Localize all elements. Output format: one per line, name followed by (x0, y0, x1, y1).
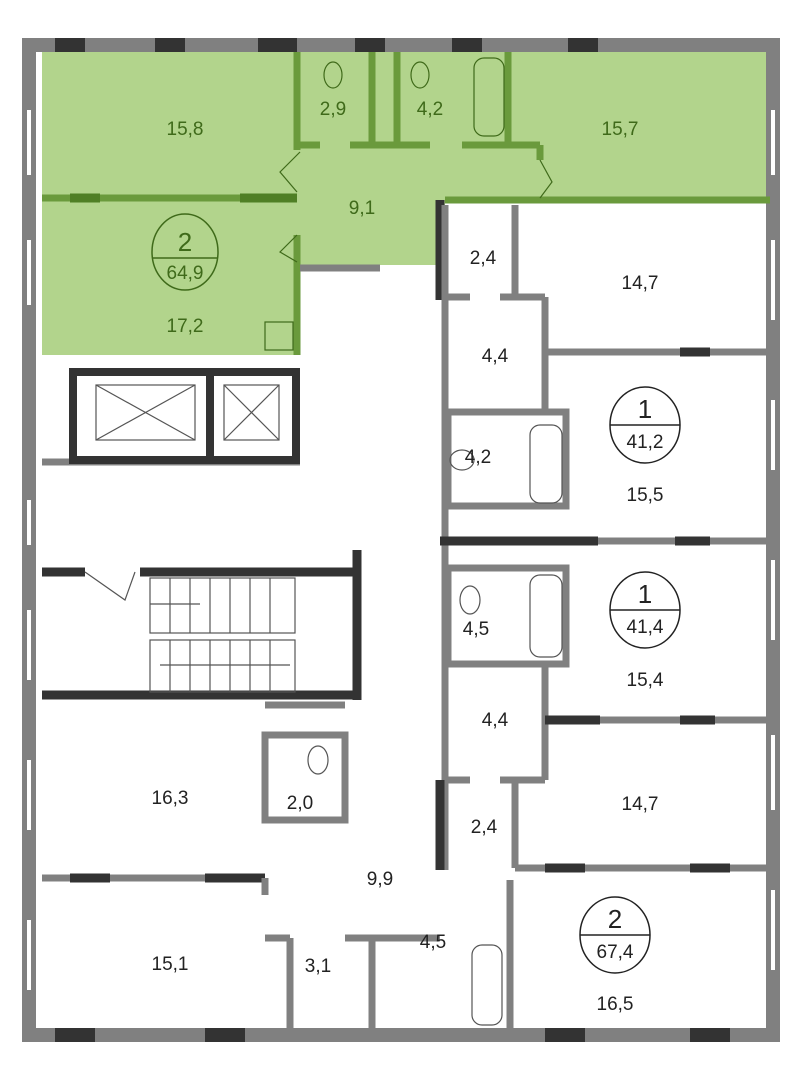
apartment-rooms: 1 (638, 579, 652, 609)
room-area: 4,2 (465, 447, 491, 468)
room-area: 16,5 (597, 994, 634, 1015)
apartment-rooms: 2 (178, 227, 192, 257)
apartment-badge-3[interactable]: 1 41,4 (609, 571, 681, 649)
interior-walls (42, 200, 770, 1030)
room-area: 4,4 (482, 346, 509, 367)
apartment-area: 41,4 (627, 617, 664, 638)
room-area: 15,1 (152, 954, 189, 975)
room-area: 2,0 (287, 793, 313, 814)
apartment-badge-4[interactable]: 2 67,4 (579, 896, 651, 974)
room-area: 3,1 (305, 956, 331, 977)
room-area: 14,7 (622, 273, 659, 294)
room-area: 2,9 (320, 99, 346, 120)
apartment-badge-2[interactable]: 1 41,2 (609, 386, 681, 464)
apartment-area: 67,4 (597, 942, 634, 963)
windows (55, 38, 730, 1042)
room-area: 2,4 (471, 817, 498, 838)
apartment-area: 64,9 (167, 263, 204, 284)
window-glazing (27, 110, 775, 990)
room-area: 2,4 (470, 248, 497, 269)
room-area: 15,4 (627, 670, 664, 691)
room-area: 4,5 (420, 932, 446, 953)
room-area: 15,8 (167, 119, 204, 140)
room-area: 4,5 (463, 619, 489, 640)
apartment-rooms: 1 (638, 394, 652, 424)
room-area: 4,4 (482, 710, 509, 731)
room-area: 17,2 (167, 316, 204, 337)
apartment-badge-1[interactable]: 2 64,9 (151, 213, 219, 291)
apartment-area: 41,2 (627, 432, 664, 453)
room-area: 9,1 (349, 198, 375, 219)
room-area: 9,9 (367, 869, 393, 890)
room-area: 14,7 (622, 794, 659, 815)
room-area: 15,5 (627, 485, 664, 506)
room-area: 15,7 (602, 119, 639, 140)
apartment-rooms: 2 (608, 904, 622, 934)
apartment-highlight-64-9[interactable] (42, 52, 770, 355)
room-area: 16,3 (152, 788, 189, 809)
apartment-walls (42, 52, 770, 355)
room-labels: 15,8 2,9 4,2 15,7 9,1 17,2 2,4 14,7 4,4 … (152, 99, 664, 1015)
room-area: 4,2 (417, 99, 443, 120)
